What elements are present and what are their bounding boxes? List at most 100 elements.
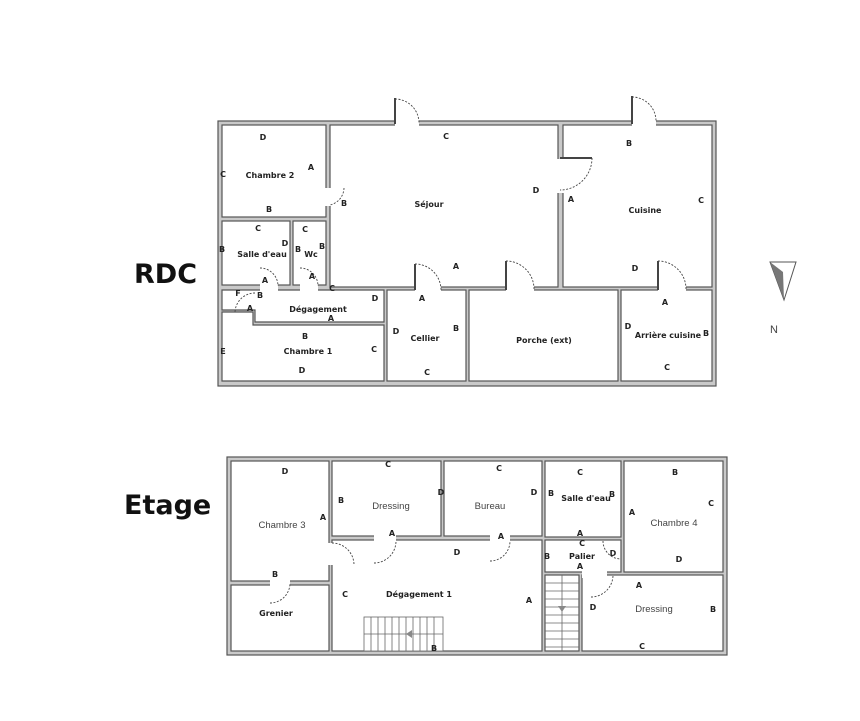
wall-letter: C — [255, 224, 261, 233]
wall-letter: A — [568, 195, 575, 204]
room-label-arriere-cuisine: Arrière cuisine — [635, 330, 702, 340]
room-grenier — [230, 584, 330, 652]
wall-letter: D — [531, 488, 538, 497]
wall-letter: C — [443, 132, 449, 141]
north-label: N — [770, 324, 778, 336]
room-label-chambre-4: Chambre 4 — [651, 518, 698, 529]
doors-etage — [269, 534, 622, 604]
room-label-cuisine: Cuisine — [629, 206, 663, 215]
room-bureau — [443, 460, 543, 537]
room-palier — [544, 539, 622, 573]
room-cuisine — [562, 124, 713, 288]
wall-letter: B — [453, 324, 459, 333]
wall-letter: C — [329, 284, 335, 293]
room-labels: Chambre 2 Séjour Cuisine Salle d'eau Wc … — [237, 171, 701, 618]
wall-letter: B — [548, 489, 554, 498]
wall-letter: A — [389, 529, 396, 538]
wall-letter: A — [308, 163, 315, 172]
room-label-degagement: Dégagement — [289, 304, 347, 314]
wall-letter: C — [385, 460, 391, 469]
wall-letter: D — [372, 294, 379, 303]
room-label-grenier: Grenier — [259, 609, 293, 618]
wall-letter: C — [302, 225, 308, 234]
wall-letter: A — [247, 304, 254, 313]
wall-letter: C — [220, 170, 226, 179]
wall-letter: D — [282, 239, 289, 248]
room-salle-deau — [221, 220, 291, 286]
room-porche — [468, 289, 619, 382]
wall-letter: B — [319, 242, 325, 251]
room-label-chambre-1: Chambre 1 — [284, 347, 333, 356]
wall-letter: B — [219, 245, 225, 254]
wall-letter: E — [220, 347, 225, 356]
wall-letter: D — [438, 488, 445, 497]
room-wc — [292, 220, 327, 286]
wall-letter: A — [419, 294, 426, 303]
room-label-bureau: Bureau — [475, 501, 506, 512]
wall-letter: B — [338, 496, 344, 505]
wall-letter: A — [577, 529, 584, 538]
wall-letter: C — [698, 196, 704, 205]
wall-letter: C — [496, 464, 502, 473]
wall-letter: B — [266, 205, 272, 214]
wall-letter: C — [664, 363, 670, 372]
room-label-palier: Palier — [569, 552, 595, 561]
wall-letter: D — [590, 603, 597, 612]
room-dressing-2 — [581, 574, 724, 652]
wall-letter: A — [629, 508, 636, 517]
wall-letter: C — [708, 499, 714, 508]
room-label-dressing-1: Dressing — [372, 501, 410, 512]
wall-letter: B — [710, 605, 716, 614]
wall-letter: A — [309, 272, 316, 281]
stairs-left-steps — [363, 616, 444, 652]
wall-letter: B — [341, 199, 347, 208]
room-cellier — [386, 289, 467, 382]
wall-letter: D — [454, 548, 461, 557]
wall-letter: D — [282, 467, 289, 476]
north-arrow-icon — [769, 261, 797, 302]
wall-letter: A — [636, 581, 643, 590]
wall-letter: D — [533, 186, 540, 195]
room-salle-deau-etage — [544, 460, 622, 538]
wall-letter: D — [610, 549, 617, 558]
wall-letter: D — [625, 322, 632, 331]
wall-letter: F — [235, 289, 240, 298]
room-label-degagement-1: Dégagement 1 — [386, 589, 452, 599]
wall-letter: B — [295, 245, 301, 254]
wall-letter: D — [632, 264, 639, 273]
wall-letter: B — [544, 552, 550, 561]
room-label-porche: Porche (ext) — [516, 336, 572, 345]
room-label-cellier: Cellier — [411, 334, 440, 343]
wall-letter: B — [431, 644, 437, 653]
wall-letter: A — [453, 262, 460, 271]
room-label-salle-deau-etage: Salle d'eau — [561, 494, 611, 503]
room-label-wc: Wc — [304, 250, 318, 259]
stairs-right-steps — [545, 575, 579, 651]
wall-letter: B — [302, 332, 308, 341]
wall-letter: A — [328, 314, 335, 323]
room-label-dressing-2: Dressing — [635, 604, 673, 615]
wall-letter: D — [676, 555, 683, 564]
wall-letter: A — [662, 298, 669, 307]
floor-title-rdc: RDC — [134, 259, 198, 290]
wall-letter: C — [342, 590, 348, 599]
room-dressing-1 — [331, 460, 442, 537]
wall-letter: C — [579, 539, 585, 548]
wall-letter: B — [626, 139, 632, 148]
room-label-chambre-3: Chambre 3 — [259, 520, 306, 531]
wall-letter: D — [299, 366, 306, 375]
room-chambre-2 — [221, 124, 327, 218]
room-chambre-1 — [221, 311, 385, 382]
wall-letter: D — [260, 133, 267, 142]
room-chambre-4 — [623, 460, 724, 573]
room-label-salle-deau: Salle d'eau — [237, 250, 287, 259]
doors-rdc — [234, 96, 687, 313]
room-label-chambre-2: Chambre 2 — [246, 171, 295, 180]
wall-letter: A — [498, 532, 505, 541]
wall-letter: C — [577, 468, 583, 477]
floor-title-etage: Etage — [124, 490, 212, 521]
room-label-sejour: Séjour — [414, 199, 443, 209]
room-arriere-cuisine — [620, 289, 713, 382]
